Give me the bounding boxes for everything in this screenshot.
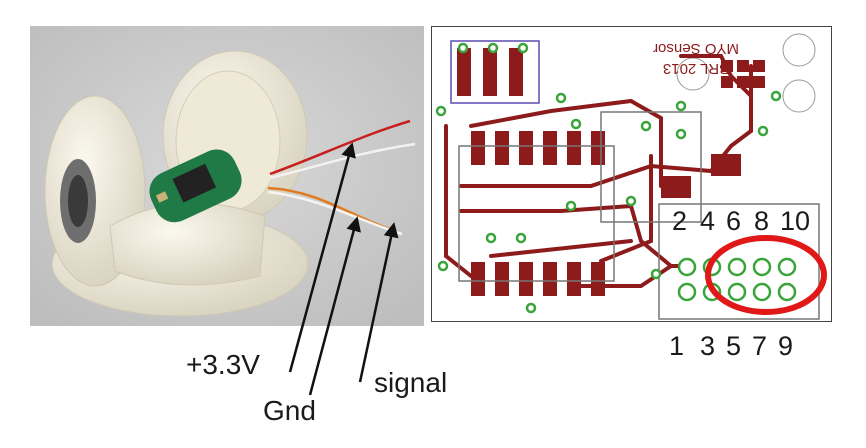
power-label: +3.3V	[186, 349, 260, 380]
pin-number-bottom: 1	[669, 331, 685, 361]
signal-arrow	[358, 222, 399, 383]
pin-number-bottom: 9	[778, 331, 794, 361]
pin-number-bottom: 5	[726, 331, 742, 361]
pin-number-bottom: 7	[752, 331, 768, 361]
board-title: MYO Sensor	[653, 40, 739, 57]
pin-number-top: 8	[754, 206, 770, 236]
pin-highlight-ellipse	[705, 235, 827, 315]
sensor-photo	[30, 26, 424, 326]
pin-number-top: 4	[700, 206, 716, 236]
power-arrow	[288, 142, 356, 373]
signal-label: signal	[374, 367, 448, 398]
ground-arrow	[308, 216, 361, 396]
ground-label: Gnd	[263, 395, 316, 426]
pin-number-top: 6	[726, 206, 742, 236]
pin-number-top: 2	[672, 206, 688, 236]
pcb-layout: MYO Sensor BRL 2013	[431, 26, 832, 322]
pin-number-top: 10	[780, 206, 811, 236]
board-year: BRL 2013	[663, 60, 729, 77]
pin-number-bottom: 3	[700, 331, 716, 361]
